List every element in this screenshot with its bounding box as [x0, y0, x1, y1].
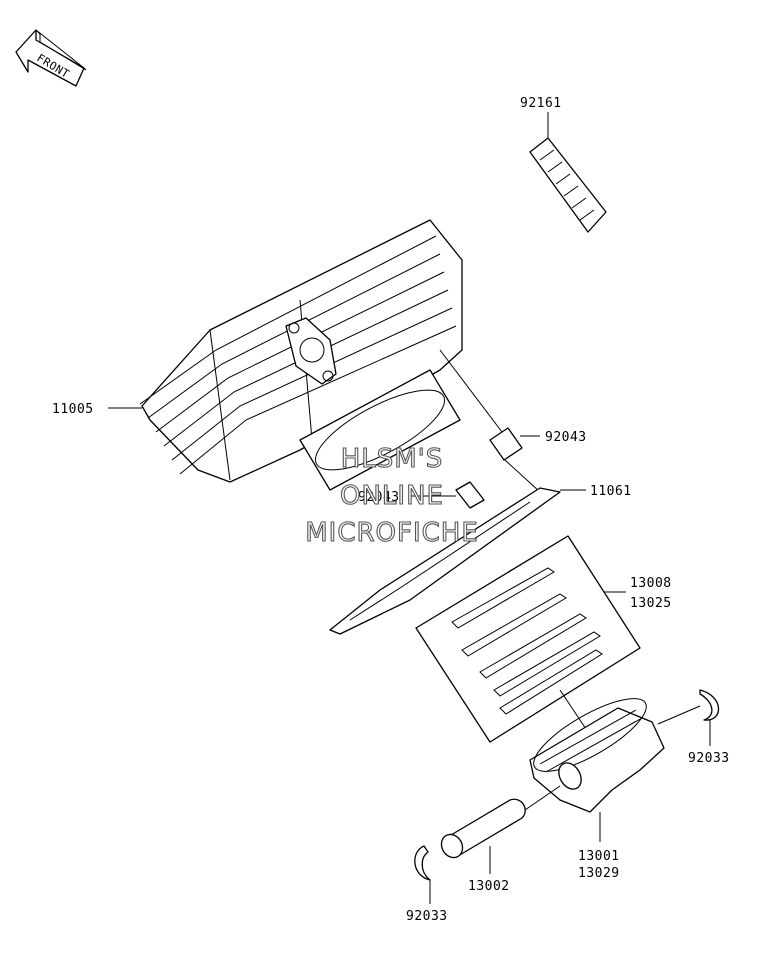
part-number-92043-lower: 92043 [358, 490, 400, 505]
part-number-92161: 92161 [520, 96, 562, 111]
part-13002-piston-pin[interactable]: 13002 [437, 785, 561, 894]
part-number-13001: 13001 [578, 849, 620, 864]
part-92161[interactable]: 92161 [520, 96, 607, 233]
part-number-13002: 13002 [468, 879, 510, 894]
part-92033-circlip-right[interactable]: 92033 [657, 689, 730, 766]
front-arrow-icon: FRONT [15, 29, 87, 87]
part-number-13029: 13029 [578, 866, 620, 881]
watermark: HLSM'S ONLINE MICROFICHE [305, 443, 479, 548]
watermark-line-3: MICROFICHE [305, 518, 479, 548]
part-number-13025: 13025 [630, 596, 672, 611]
part-number-92033-left: 92033 [406, 909, 448, 924]
part-11061-gasket[interactable]: 11061 [329, 484, 632, 635]
part-number-11061: 11061 [590, 484, 632, 499]
part-number-92033-right: 92033 [688, 751, 730, 766]
part-13001-piston[interactable]: 13001 13029 [525, 686, 665, 881]
watermark-line-1: HLSM'S [341, 444, 444, 474]
part-92043-dowel-upper[interactable]: 92043 [489, 427, 587, 493]
watermark-line-2: ONLINE [340, 481, 444, 511]
part-13008-ring-set[interactable]: 13008 13025 [415, 535, 672, 743]
part-number-13008: 13008 [630, 576, 672, 591]
part-number-92043-upper: 92043 [545, 430, 587, 445]
part-11005-cylinder[interactable]: 11005 [52, 219, 463, 491]
part-92043-dowel-lower[interactable]: 92043 [358, 481, 485, 509]
part-92033-circlip-left[interactable]: 92033 [406, 845, 448, 924]
part-number-11005: 11005 [52, 402, 94, 417]
